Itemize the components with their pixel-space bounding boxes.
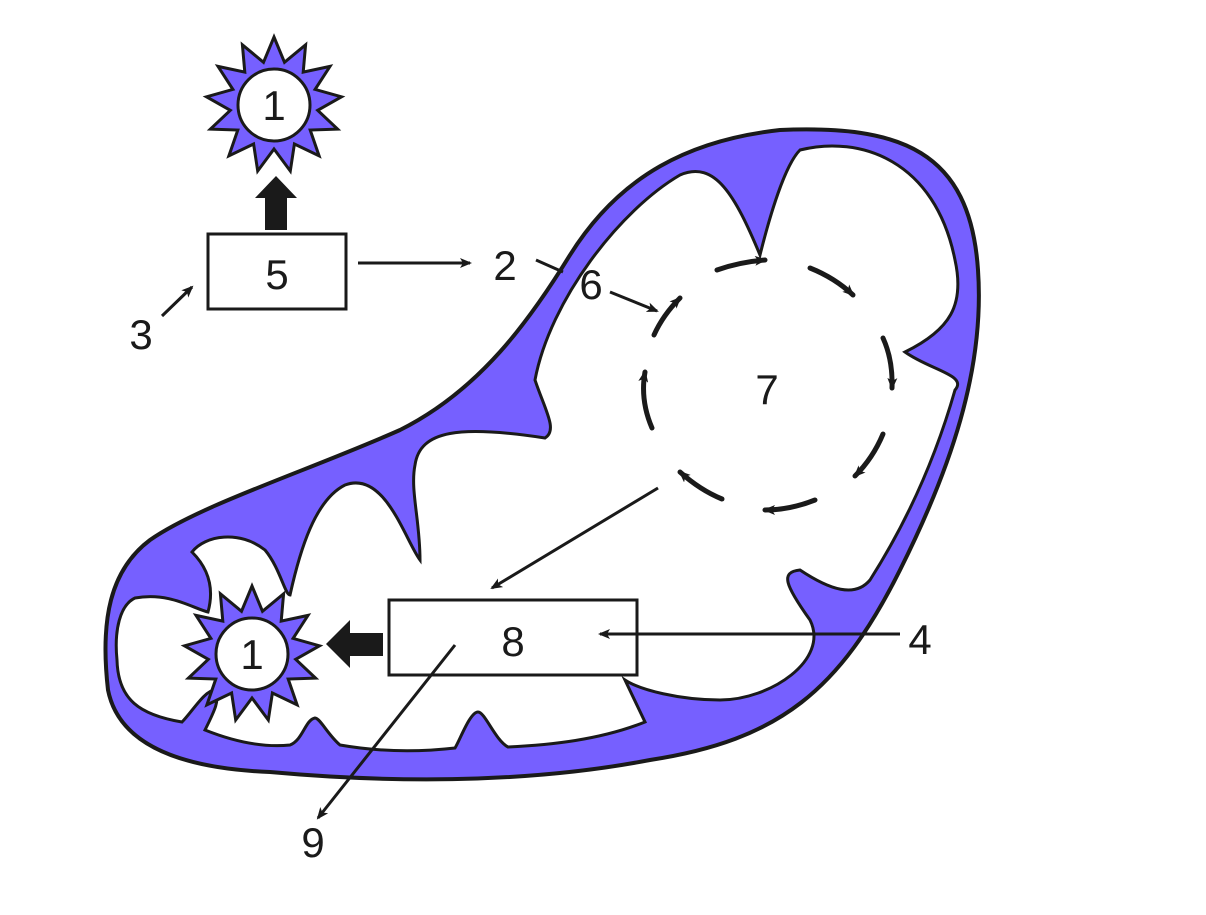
line-2-tick: [535, 258, 564, 274]
label-2: 2: [493, 242, 516, 289]
label-9: 9: [301, 819, 324, 866]
label-1-top: 1: [262, 82, 285, 129]
cycle-arrows: [638, 255, 898, 515]
sun-icon-top: 1: [202, 33, 346, 175]
arrow-8-to-9: [316, 644, 457, 820]
label-7: 7: [755, 366, 778, 413]
block-arrow-up-icon: [255, 176, 297, 230]
label-4: 4: [908, 616, 931, 663]
label-3: 3: [129, 311, 152, 358]
label-1-bottom: 1: [240, 631, 263, 678]
label-5: 5: [265, 251, 288, 298]
arrow-7-to-8: [490, 486, 659, 590]
sun-icon-bottom: 1: [180, 582, 324, 724]
block-arrow-left-icon: [326, 620, 383, 668]
arrow-3-pointer: [160, 285, 194, 318]
arrow-6-pointer: [609, 290, 659, 313]
label-8: 8: [501, 618, 524, 665]
inner-membrane-matrix: [114, 144, 960, 753]
label-6: 6: [579, 261, 602, 308]
box-8: 8: [387, 598, 639, 677]
box-5: 5: [206, 232, 348, 311]
